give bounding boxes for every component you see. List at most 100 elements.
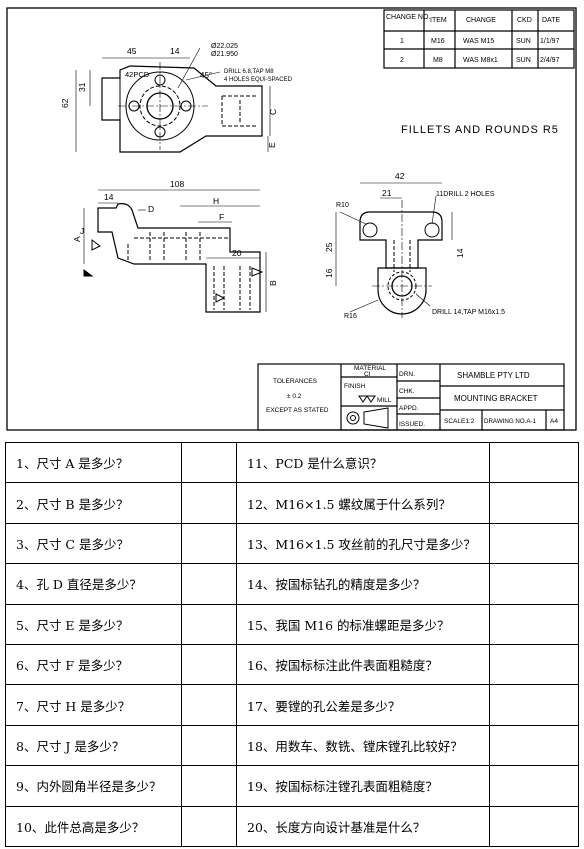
table-row: 8、尺寸 J 是多少？ 18、用数车、数铣、镗床镗孔比较好？ [5,724,579,767]
answer-cell[interactable] [489,684,579,726]
letter-a: A [72,236,82,242]
answer-cell[interactable] [181,805,237,847]
question-cell: 1、尺寸 A 是多少？ [5,441,182,484]
letter-h: H [213,196,219,206]
change-row-1-change: WAS M15 [463,38,494,45]
change-row-1-ckd: SUN [516,38,531,45]
change-row-2-no: 2 [400,57,404,64]
letter-f: F [219,212,224,222]
answer-cell[interactable] [489,643,579,686]
answer-cell[interactable] [181,724,237,767]
question-table: 1、尺寸 A 是多少？ 11、PCD 是什么意识？ 2、尺寸 B 是多少？ 12… [5,441,579,847]
dim-45: 45 [127,46,137,56]
scale-label: SCALE1:2 [444,418,475,425]
change-header-ckd: CKD [517,17,532,24]
letter-b: B [268,280,278,286]
question-cell: 9、内外圆角半径是多少？ [5,765,182,807]
answer-cell[interactable] [489,482,579,524]
change-row-2-item: M8 [433,57,443,64]
dim-108: 108 [170,179,184,189]
question-cell: 19、按国标标注镗孔表面粗糙度？ [236,765,490,807]
dim-42: 42 [395,171,405,181]
drawing-border [6,7,577,431]
sheet-size: A4 [550,418,558,425]
change-row-1-date: 1/1/97 [540,38,560,45]
drn-label: DRN. [399,371,415,378]
answer-cell[interactable] [181,482,237,524]
appd-label: APPD. [399,405,419,412]
fillets-note: FILLETS AND ROUNDS R5 [401,124,559,136]
answer-cell[interactable] [181,684,237,726]
answer-cell[interactable] [489,441,579,484]
question-cell: 5、尺寸 E 是多少？ [5,603,182,645]
table-row: 4、孔 D 直径是多少？ 14、按国标钻孔的精度是多少？ [5,563,579,605]
material-value: CI [364,371,371,378]
table-row: 2、尺寸 B 是多少？ 12、M16×1.5 螺纹属于什么系列？ [5,482,579,524]
dim-pcd: 42PCD [125,70,150,79]
table-row: 3、尺寸 C 是多少？ 13、M16×1.5 攻丝前的孔尺寸是多少？ [5,522,579,565]
answer-cell[interactable] [181,765,237,807]
except-label: EXCEPT AS STATED [266,407,329,414]
change-row-1-no: 1 [400,38,404,45]
change-row-2-change: WAS M8x1 [463,57,498,64]
title-block-labels: TOLERANCES ± 0.2 EXCEPT AS STATED MATERI… [266,365,558,428]
answer-cell[interactable] [489,522,579,565]
change-table: CHANGE NO. ITEM CHANGE CKD DATE 1 M16 WA… [383,9,575,69]
change-header-change: CHANGE [466,17,496,24]
question-cell: 15、我国 M16 的标准螺距是多少？ [236,603,490,645]
question-cell: 17、要镗的孔公差是多少？ [236,684,490,726]
change-header-no: CHANGE NO. [386,14,430,21]
question-cell: 4、孔 D 直径是多少？ [5,563,182,605]
dim-phi22: Ø22.025 [211,43,238,50]
table-row: 10、此件总高是多少？ 20、长度方向设计基准是什么？ [5,805,579,847]
table-row: 5、尺寸 E 是多少？ 15、我国 M16 的标准螺距是多少？ [5,603,579,645]
change-header-date: DATE [542,17,560,24]
table-row: 9、内外圆角半径是多少？ 19、按国标标注镗孔表面粗糙度？ [5,765,579,807]
drill-m8-note: DRILL 6.8,TAP M8 [224,69,274,75]
answer-cell[interactable] [181,522,237,565]
answer-cell[interactable] [181,643,237,686]
letter-d: D [148,204,154,214]
drill-11-note: 11DRILL 2 HOLES [436,191,495,198]
answer-cell[interactable] [489,603,579,645]
question-cell: 10、此件总高是多少？ [5,805,182,847]
drawing-no: DRAWING NO.A-1 [484,418,537,425]
answer-cell[interactable] [489,563,579,605]
answer-cell[interactable] [181,441,237,484]
answer-cell[interactable] [489,805,579,847]
letter-j: J [80,226,84,236]
letter-c: C [268,109,278,115]
issued-label: ISSUED. [399,421,425,428]
answer-cell[interactable] [489,724,579,767]
question-cell: 11、PCD 是什么意识？ [236,441,490,484]
question-cell: 16、按国标标注此件表面粗糙度？ [236,643,490,686]
table-row: 1、尺寸 A 是多少？ 11、PCD 是什么意识？ [5,441,579,484]
question-cell: 12、M16×1.5 螺纹属于什么系列？ [236,482,490,524]
holes-note: 4 HOLES EQUI-SPACED [224,77,293,83]
projection-symbol [346,411,360,425]
question-cell: 8、尺寸 J 是多少？ [5,724,182,767]
dim-20: 20 [232,248,242,258]
letter-e: E [267,142,277,148]
change-row-1-item: M16 [431,38,445,45]
front-view-labels: 108 14 D H F 20 A J B [72,179,278,286]
tolerance-value: ± 0.2 [287,393,302,400]
question-cell: 3、尺寸 C 是多少？ [5,522,182,565]
change-header-item: ITEM [430,17,447,24]
drawing-title: MOUNTING BRACKET [454,394,538,403]
question-cell: 18、用数车、数铣、镗床镗孔比较好？ [236,724,490,767]
tolerances-label: TOLERANCES [273,378,318,385]
question-cell: 13、M16×1.5 攻丝前的孔尺寸是多少？ [236,522,490,565]
answer-cell[interactable] [181,563,237,605]
chk-label: CHK. [399,388,415,395]
material-label: MATERIAL [354,365,386,372]
question-cell: 14、按国标钻孔的精度是多少？ [236,563,490,605]
dim-14: 14 [170,46,180,56]
dim-31: 31 [77,82,87,92]
question-cell: 2、尺寸 B 是多少？ [5,482,182,524]
side-view-labels: 42 21 R10 11DRILL 2 HOLES 25 16 14 R16 D… [324,171,505,320]
answer-cell[interactable] [181,603,237,645]
answer-cell[interactable] [489,765,579,807]
dim-62: 62 [60,98,70,108]
dim-21: 21 [382,188,392,198]
